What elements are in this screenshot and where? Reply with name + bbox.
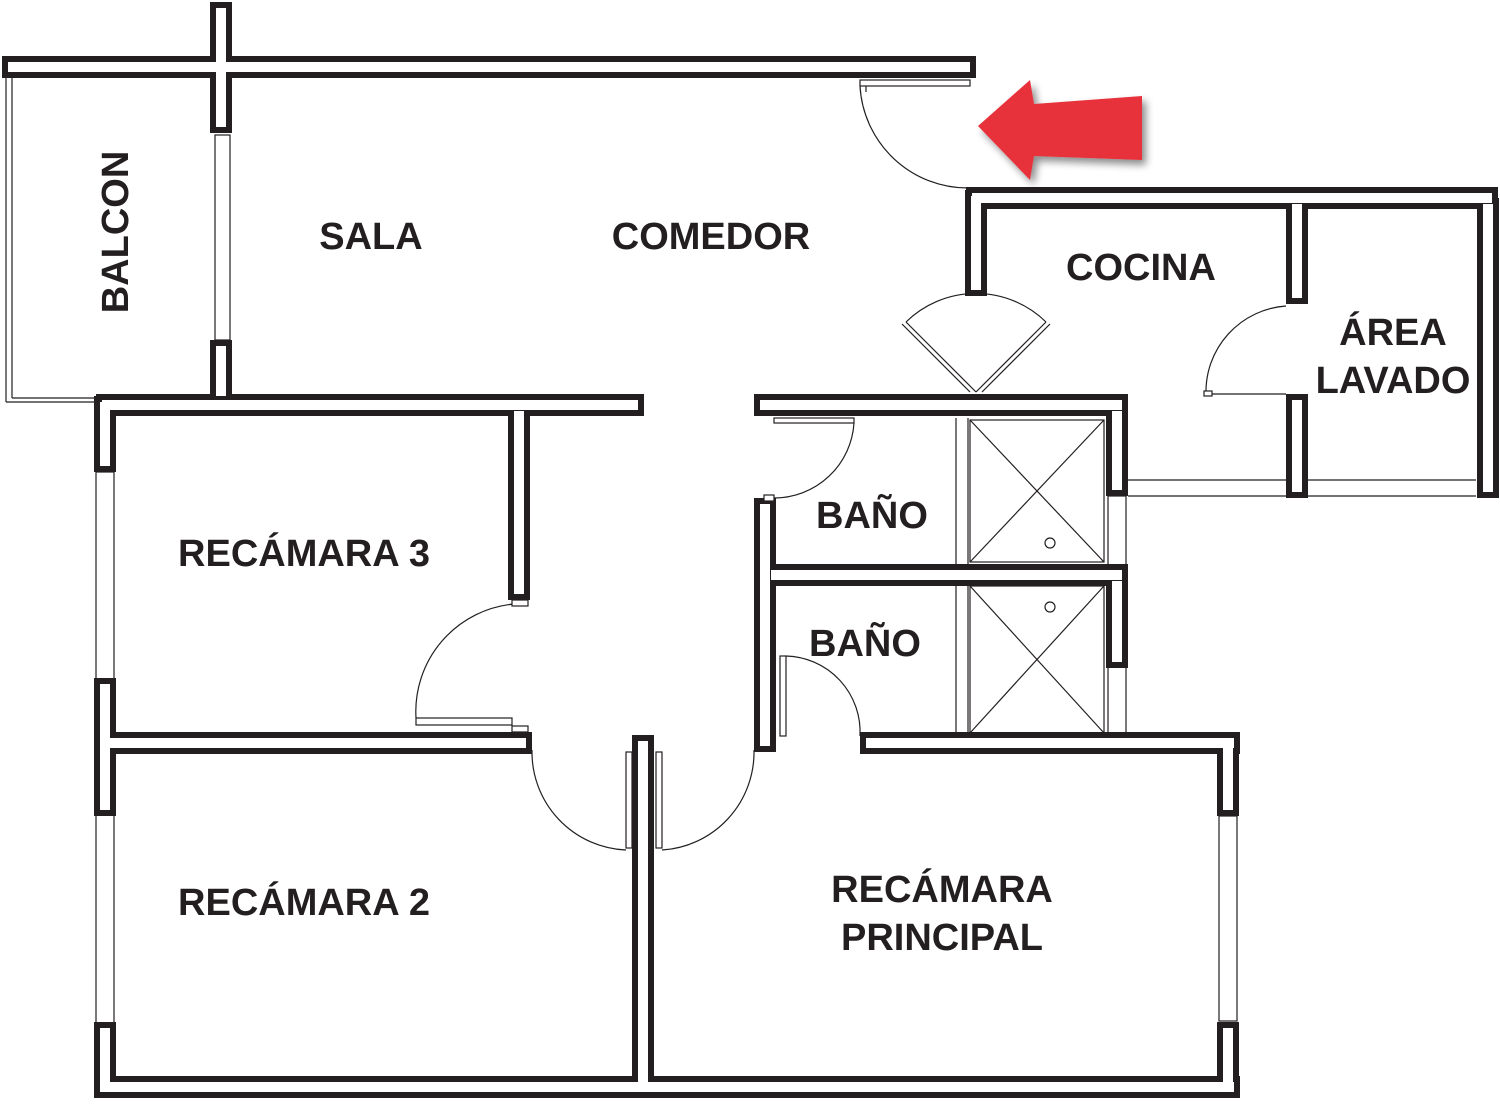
entrance-door[interactable] (859, 79, 971, 189)
wall-segment-core (1292, 204, 1302, 298)
wall-segment-core (216, 346, 226, 396)
room-label-area-lavado-2: LAVADO (1316, 360, 1471, 402)
arrow-left-icon (978, 80, 1142, 180)
room-label-cocina: COCINA (1066, 247, 1216, 289)
wall-segment-core (100, 402, 110, 466)
wall-segment-core (216, 8, 226, 127)
wall-segment-core (100, 1028, 110, 1092)
wall-segment-core (638, 741, 648, 1092)
room-label-recamara-principal-2: PRINCIPAL (841, 917, 1043, 959)
laundry-door[interactable] (1203, 305, 1287, 397)
balcony-outline (5, 78, 96, 403)
room-labels: BALCON SALA COMEDOR COCINA ÁREA LAVADO B… (95, 151, 1470, 959)
wall-segment-core (771, 570, 1122, 580)
kitchen-door[interactable] (901, 292, 1051, 393)
room-label-bano-2: BAÑO (809, 621, 921, 665)
room-label-comedor: COMEDOR (612, 216, 810, 258)
wall-segment-core (1483, 204, 1493, 492)
wall-segment-core (514, 411, 524, 594)
room-label-bano-1: BAÑO (816, 493, 928, 537)
bedroom-3-door[interactable] (415, 599, 529, 733)
bathroom-2-door[interactable] (779, 655, 861, 737)
doors (415, 79, 1287, 851)
bathroom-1-door[interactable] (763, 417, 855, 502)
shower-drain-icon (1044, 537, 1056, 549)
wall-segment-core (102, 1082, 1234, 1092)
wall-segment-core (971, 196, 981, 290)
room-label-recamara-principal-1: RECÁMARA (831, 867, 1053, 911)
room-label-sala: SALA (319, 216, 422, 258)
wall-segment-core (760, 400, 1122, 410)
wall-segment-core (1292, 400, 1302, 492)
wall-segment-core (1112, 581, 1122, 662)
wall-segment-core (972, 193, 1492, 203)
room-label-recamara-2: RECÁMARA 2 (178, 880, 430, 924)
room-label-balcon: BALCON (95, 151, 137, 314)
wall-segment-core (866, 738, 1234, 748)
wall-segment-core (102, 738, 526, 748)
master-bedroom-door[interactable] (655, 749, 755, 851)
wall-segment-core (1223, 1028, 1233, 1092)
shower-1 (969, 419, 1105, 563)
room-label-area-lavado-1: ÁREA (1339, 310, 1447, 354)
shower-2 (969, 585, 1105, 734)
wall-segment-core (102, 400, 638, 410)
wall-segment-core (8, 62, 970, 72)
wall-segment-core (1112, 411, 1122, 490)
room-label-recamara-3: RECÁMARA 3 (178, 531, 430, 575)
wall-segment-core (760, 504, 770, 746)
wall-segment-core (1223, 741, 1233, 810)
shower-drain-icon (1044, 601, 1056, 613)
bedroom-2-door[interactable] (531, 749, 633, 851)
